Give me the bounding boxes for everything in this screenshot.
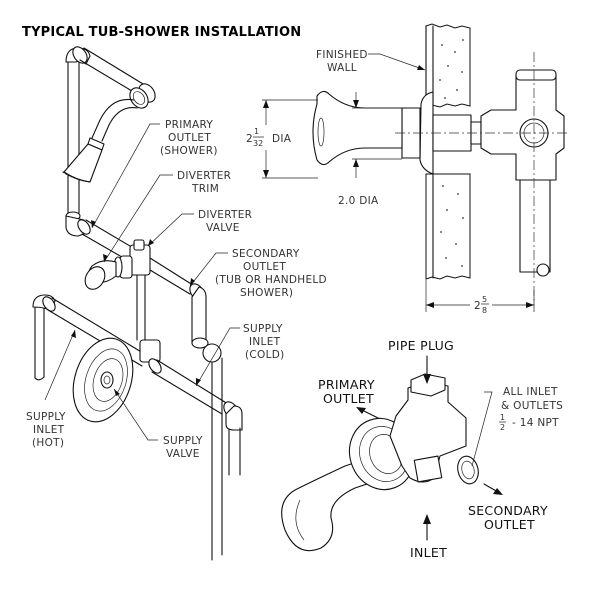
diverter-valve-body	[84, 239, 151, 341]
svg-text:5: 5	[482, 295, 487, 304]
svg-text:ALL INLET: ALL INLET	[503, 386, 558, 398]
svg-text:VALVE: VALVE	[166, 448, 200, 460]
label-supply-inlet-cold: SUPPLY INLET (COLD)	[195, 323, 285, 387]
svg-text:32: 32	[253, 139, 263, 148]
detail-valve-body	[389, 381, 467, 483]
valve-detail: PIPE PLUG PRIMARY OUTLET SECONDARY OUTLE…	[281, 338, 563, 560]
dimension-stem-diameter: 2.0 DIA	[338, 92, 402, 207]
detail-handle	[281, 455, 386, 552]
label-supply-valve: SUPPLY VALVE	[113, 388, 203, 460]
svg-text:SUPPLY: SUPPLY	[26, 411, 66, 423]
svg-text:& OUTLETS: & OUTLETS	[501, 400, 563, 412]
label-primary-outlet: PRIMARY OUTLET	[318, 377, 379, 419]
diagram-title: TYPICAL TUB-SHOWER INSTALLATION	[22, 25, 301, 40]
svg-text:INLET: INLET	[249, 336, 281, 348]
svg-text:PRIMARY: PRIMARY	[165, 119, 213, 131]
svg-text:PIPE PLUG: PIPE PLUG	[388, 338, 454, 353]
svg-text:DIA: DIA	[272, 133, 292, 145]
svg-text:2: 2	[474, 300, 481, 312]
diverter-supply-pipe	[65, 211, 223, 561]
svg-text:2: 2	[500, 423, 505, 432]
svg-text:DIVERTER: DIVERTER	[177, 170, 231, 182]
shower-riser-pipe	[65, 46, 156, 217]
wall-lower	[425, 173, 471, 280]
label-finished-wall: FINISHED WALL	[316, 49, 426, 74]
label-pipe-plug: PIPE PLUG	[388, 338, 454, 384]
label-thread-note: ALL INLET & OUTLETS 1 2 - 14 NPT	[471, 386, 563, 467]
valve-body-section	[480, 69, 565, 277]
svg-text:8: 8	[482, 306, 487, 315]
svg-text:(COLD): (COLD)	[245, 349, 285, 361]
label-secondary-outlet: SECONDARY OUTLET (TUB OR HANDHELD SHOWER…	[189, 248, 327, 299]
wall-upper	[425, 23, 471, 108]
shower-head	[62, 98, 138, 183]
svg-text:SECONDARY: SECONDARY	[232, 248, 300, 260]
label-diverter-valve: DIVERTER VALVE	[147, 209, 252, 247]
svg-text:- 14 NPT: - 14 NPT	[512, 417, 559, 429]
svg-text:2.0 DIA: 2.0 DIA	[338, 195, 379, 207]
svg-text:(HOT): (HOT)	[32, 437, 64, 449]
svg-text:TRIM: TRIM	[191, 183, 219, 195]
cold-supply-pipe	[148, 358, 243, 476]
svg-text:SUPPLY: SUPPLY	[163, 435, 203, 447]
svg-text:SUPPLY: SUPPLY	[243, 323, 283, 335]
svg-text:OUTLET: OUTLET	[243, 261, 286, 273]
svg-text:(TUB OR HANDHELD: (TUB OR HANDHELD	[215, 274, 327, 286]
label-supply-inlet-hot: SUPPLY INLET (HOT)	[26, 329, 76, 449]
svg-text:1: 1	[500, 413, 505, 422]
supply-valve-escutcheon	[72, 337, 161, 423]
svg-text:OUTLET: OUTLET	[323, 391, 374, 406]
label-inlet: INLET	[410, 514, 447, 560]
svg-text:SECONDARY: SECONDARY	[468, 503, 548, 518]
svg-text:OUTLET: OUTLET	[484, 517, 535, 532]
isometric-installation: PRIMARY OUTLET (SHOWER) DIVERTER TRIM DI…	[26, 46, 327, 561]
dimension-handle-diameter: 2 1 32 DIA	[246, 99, 318, 179]
svg-text:INLET: INLET	[410, 545, 447, 560]
svg-text:DIVERTER: DIVERTER	[198, 209, 252, 221]
svg-text:WALL: WALL	[327, 62, 357, 74]
label-secondary-outlet-detail: SECONDARY OUTLET	[468, 483, 548, 532]
label-diverter-trim: DIVERTER TRIM	[103, 170, 231, 263]
detail-secondary-port	[457, 455, 479, 485]
detail-flat	[413, 455, 443, 483]
diverter-handle	[312, 90, 403, 166]
svg-text:VALVE: VALVE	[206, 222, 240, 234]
svg-text:INLET: INLET	[33, 424, 65, 436]
dimension-depth: 2 5 8	[425, 280, 535, 315]
svg-text:PRIMARY: PRIMARY	[318, 377, 375, 392]
svg-text:OUTLET: OUTLET	[168, 132, 211, 144]
svg-text:2: 2	[246, 133, 253, 145]
svg-text:FINISHED: FINISHED	[316, 49, 368, 61]
section-view: 2 1 32 DIA 2.0 DIA FINISHED WALL	[246, 23, 570, 315]
svg-text:SHOWER): SHOWER)	[240, 287, 293, 299]
svg-text:1: 1	[254, 127, 259, 136]
svg-text:(SHOWER): (SHOWER)	[160, 145, 218, 157]
label-primary-outlet-shower: PRIMARY OUTLET (SHOWER)	[91, 119, 218, 229]
hot-supply-pipe	[32, 294, 149, 381]
